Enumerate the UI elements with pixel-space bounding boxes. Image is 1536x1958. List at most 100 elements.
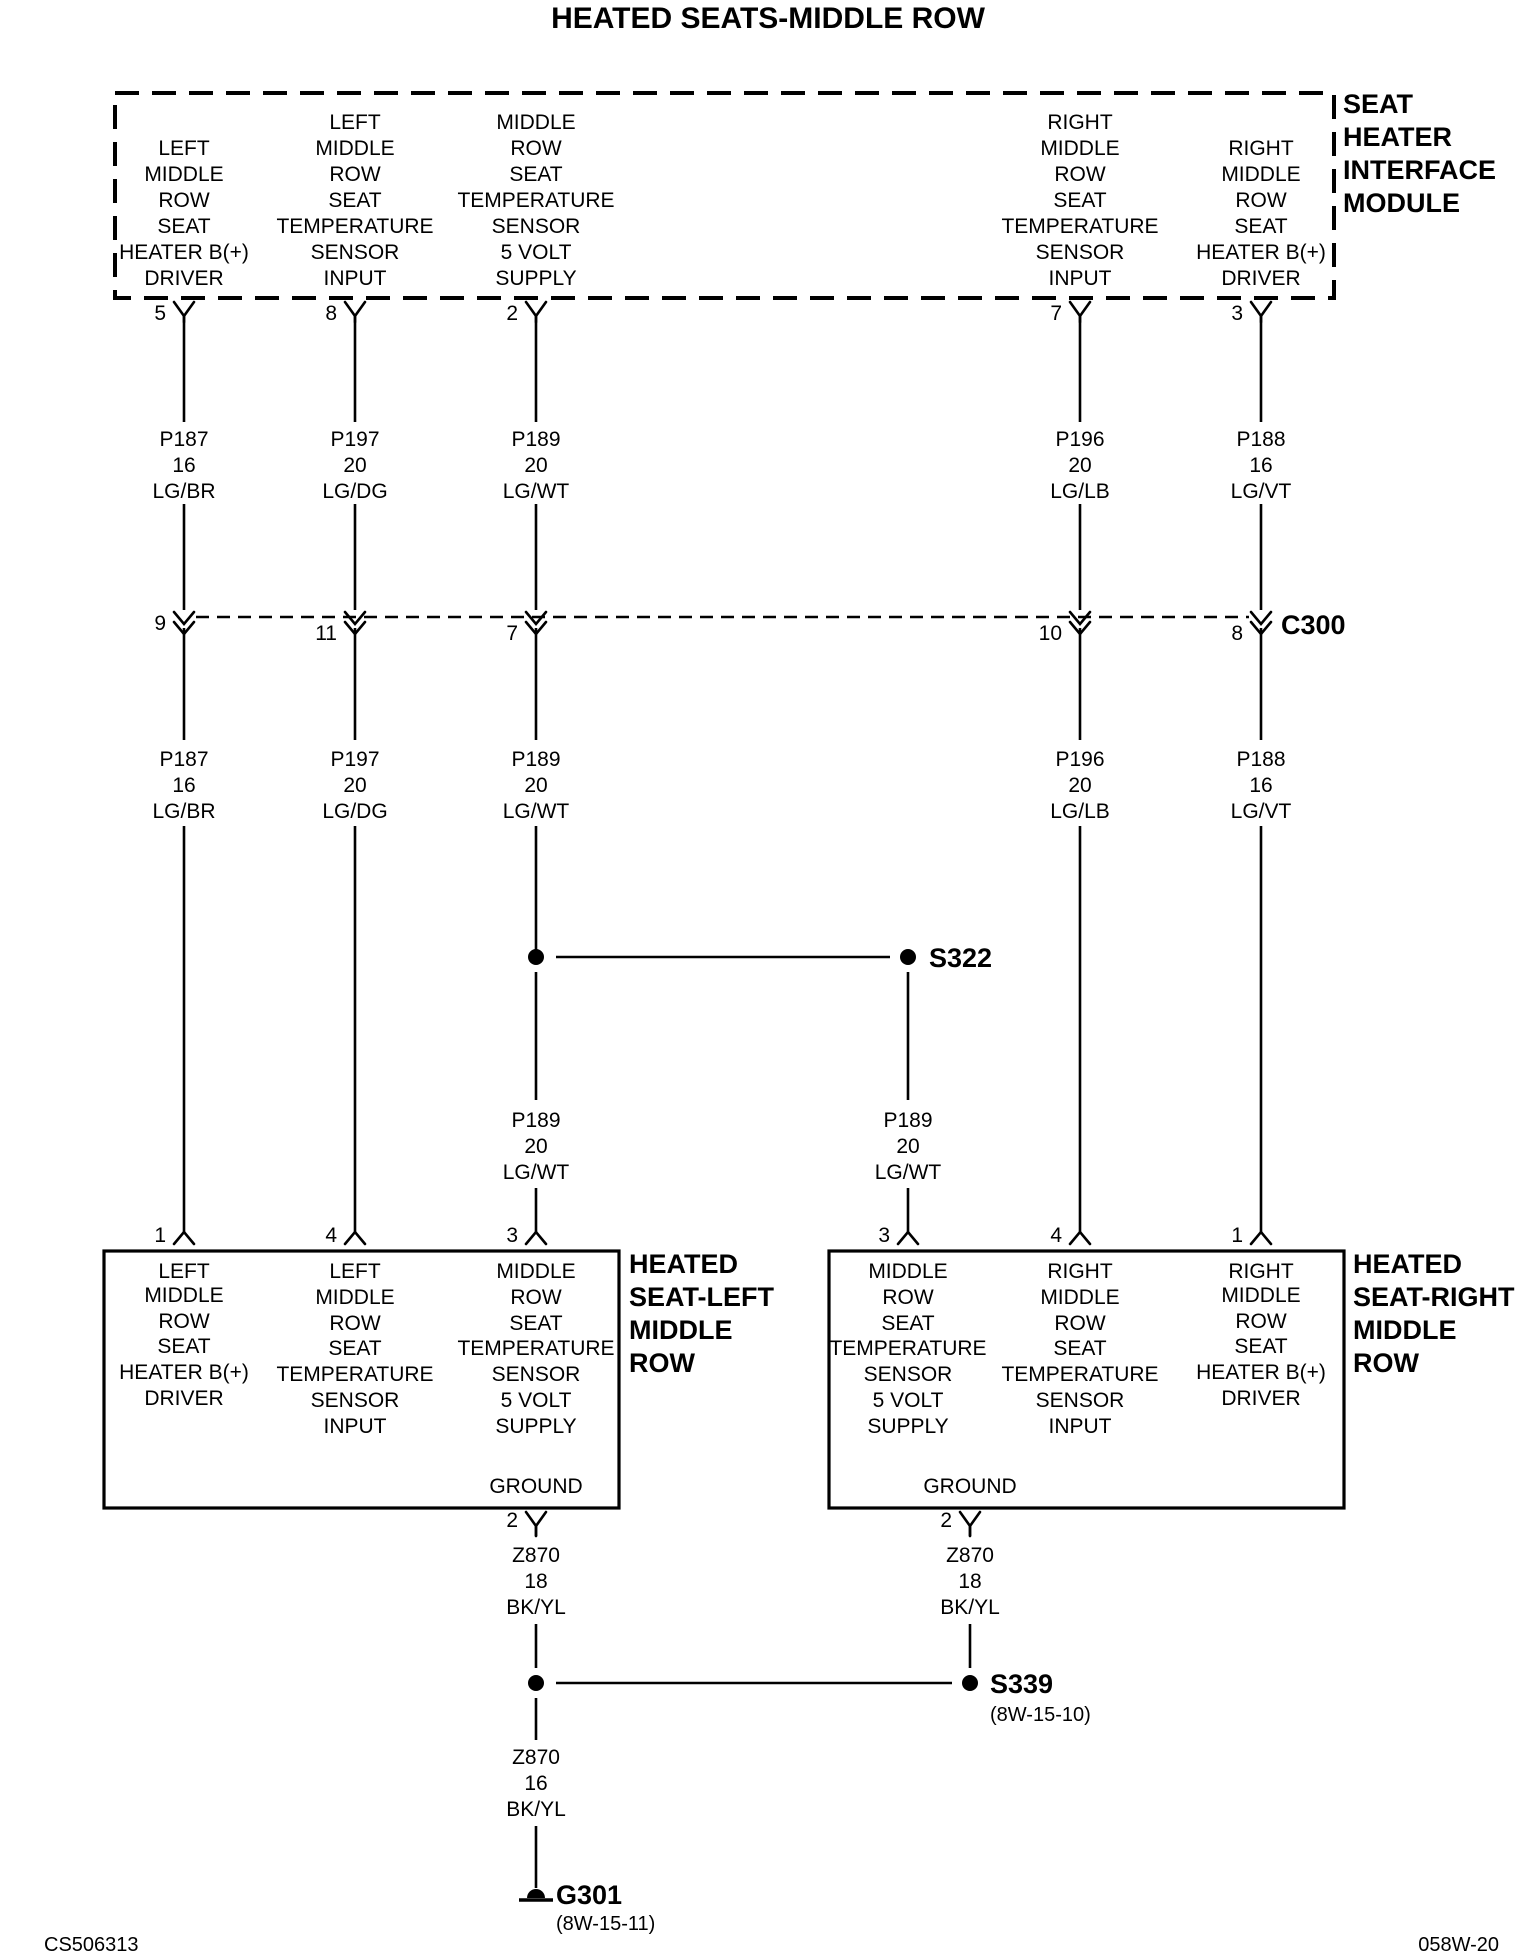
module-pin-2-desc-7: SUPPLY bbox=[495, 267, 576, 290]
c300-label: C300 bbox=[1281, 610, 1346, 640]
s322-label: S322 bbox=[929, 943, 992, 973]
right-seat-pin-1-desc-6: DRIVER bbox=[1221, 1387, 1300, 1410]
right-seat-pin-4-number: 4 bbox=[1050, 1224, 1062, 1247]
right-seat-pin-4-desc-2: MIDDLE bbox=[1040, 1286, 1119, 1309]
right-seat-name-line-1: HEATED bbox=[1353, 1249, 1462, 1279]
wire-upper-p187-color: LG/BR bbox=[152, 480, 215, 503]
wire-lower-p187-gauge: 16 bbox=[172, 774, 195, 797]
left-seat-ground-label: GROUND bbox=[489, 1475, 582, 1498]
wire-lower-p187-circuit: P187 bbox=[159, 748, 208, 771]
right-seat-pin-3-desc-4: TEMPERATURE bbox=[829, 1337, 986, 1360]
left-seat-pin-4-desc-3: ROW bbox=[329, 1312, 381, 1335]
left-seat-pin-1-desc-6: DRIVER bbox=[144, 1387, 223, 1410]
right-seat-pin-3-desc-7: SUPPLY bbox=[867, 1415, 948, 1438]
wire-s322-right-color: LG/WT bbox=[875, 1161, 942, 1184]
connector-c300: C300 9 11 7 10 8 bbox=[154, 610, 1345, 645]
module-name-line-1: SEAT bbox=[1343, 89, 1414, 119]
wire-upper-p196-circuit: P196 bbox=[1055, 428, 1104, 451]
wire-s322-left-gauge: 20 bbox=[524, 1135, 547, 1158]
ground-circuit: 2 Z870 18 BK/YL 2 Z870 18 BK/YL S339 (8W… bbox=[506, 1509, 1091, 1935]
wire-z870-right-color: BK/YL bbox=[940, 1596, 1000, 1619]
module-pin-5-desc-1: LEFT bbox=[158, 137, 210, 160]
module-name-line-3: INTERFACE bbox=[1343, 155, 1496, 185]
module-pin-3-desc-1: RIGHT bbox=[1228, 137, 1294, 160]
left-seat-pin-3-desc-6: 5 VOLT bbox=[501, 1389, 572, 1412]
wire-z870-bottom-circuit: Z870 bbox=[512, 1746, 560, 1769]
module-pin-2-desc-3: SEAT bbox=[509, 163, 562, 186]
right-seat-pin-3-desc-1: MIDDLE bbox=[868, 1260, 947, 1283]
left-seat-pin-4-terminal bbox=[343, 1229, 367, 1246]
left-seat-pin-1-desc-2: MIDDLE bbox=[144, 1284, 223, 1307]
module-outline bbox=[113, 91, 1336, 300]
left-seat-pin-3-desc-1: MIDDLE bbox=[496, 1260, 575, 1283]
c300-pin-8-number: 8 bbox=[1231, 622, 1243, 645]
module-pin-5-desc-5: HEATER B(+) bbox=[119, 241, 249, 264]
right-seat-pin-4-desc-3: ROW bbox=[1054, 1312, 1106, 1335]
heated-seat-left-middle-row: HEATED SEAT-LEFT MIDDLE ROW LEFT MIDDLE … bbox=[102, 1249, 775, 1510]
right-seat-pin-3-desc-6: 5 VOLT bbox=[873, 1389, 944, 1412]
left-seat-pin-1-desc-4: SEAT bbox=[157, 1335, 210, 1358]
right-seat-pin-4-desc-7: INPUT bbox=[1049, 1415, 1112, 1438]
left-seat-name-line-1: HEATED bbox=[629, 1249, 738, 1279]
s339-reference: (8W-15-10) bbox=[990, 1704, 1091, 1726]
left-seat-pin-1-desc-3: ROW bbox=[158, 1310, 210, 1333]
wire-upper-p197-gauge: 20 bbox=[343, 454, 366, 477]
wire-lower-p189-gauge: 20 bbox=[524, 774, 547, 797]
module-pin-8-desc-4: SEAT bbox=[328, 189, 381, 212]
module-pin-8-desc-2: MIDDLE bbox=[315, 137, 394, 160]
module-pin-7-desc-1: RIGHT bbox=[1047, 111, 1113, 134]
wire-z870-bottom-gauge: 16 bbox=[524, 1772, 547, 1795]
right-seat-pin-1-desc-3: ROW bbox=[1235, 1310, 1287, 1333]
s339-junction-dot-left bbox=[528, 1675, 544, 1691]
left-seat-pin-4-desc-6: SENSOR bbox=[311, 1389, 400, 1412]
module-name-line-2: HEATER bbox=[1343, 122, 1452, 152]
left-seat-outline bbox=[102, 1249, 621, 1510]
wire-lower-p188-color: LG/VT bbox=[1231, 800, 1292, 823]
left-seat-name-line-3: MIDDLE bbox=[629, 1315, 733, 1345]
right-seat-name-line-3: MIDDLE bbox=[1353, 1315, 1457, 1345]
c300-pin-7-number: 7 bbox=[506, 622, 518, 645]
module-pin-3-desc-6: DRIVER bbox=[1221, 267, 1300, 290]
wire-z870-left-gauge: 18 bbox=[524, 1570, 547, 1593]
module-pin-7-desc-6: SENSOR bbox=[1036, 241, 1125, 264]
left-seat-pin-1-desc-5: HEATER B(+) bbox=[119, 1361, 249, 1384]
module-pin-7-desc-5: TEMPERATURE bbox=[1001, 215, 1158, 238]
right-seat-pin-4-desc-4: SEAT bbox=[1053, 1337, 1106, 1360]
module-pin-2-desc-1: MIDDLE bbox=[496, 111, 575, 134]
left-seat-pin-3-desc-2: ROW bbox=[510, 1286, 562, 1309]
left-seat-name-line-4: ROW bbox=[629, 1348, 696, 1378]
right-seat-name-line-4: ROW bbox=[1353, 1348, 1420, 1378]
left-seat-pin-4-desc-2: MIDDLE bbox=[315, 1286, 394, 1309]
right-seat-pin-1-desc-4: SEAT bbox=[1234, 1335, 1287, 1358]
left-seat-pin-3-desc-3: SEAT bbox=[509, 1312, 562, 1335]
right-seat-pin-4-desc-5: TEMPERATURE bbox=[1001, 1363, 1158, 1386]
left-seat-pin-4-desc-4: SEAT bbox=[328, 1337, 381, 1360]
right-seat-pin-3-number: 3 bbox=[878, 1224, 890, 1247]
wire-upper-p189-color: LG/WT bbox=[503, 480, 570, 503]
left-seat-pin-3-desc-5: SENSOR bbox=[492, 1363, 581, 1386]
right-seat-pin-4-desc-6: SENSOR bbox=[1036, 1389, 1125, 1412]
s339-label: S339 bbox=[990, 1669, 1053, 1699]
seat-pin-terminals: 1 4 3 3 4 1 bbox=[154, 1224, 1273, 1247]
left-seat-pin-3-desc-7: SUPPLY bbox=[495, 1415, 576, 1438]
footer-right-code: 058W-20 bbox=[1418, 1934, 1499, 1956]
wire-lower-p197-gauge: 20 bbox=[343, 774, 366, 797]
g301-label: G301 bbox=[556, 1880, 622, 1910]
right-seat-ground-pin-number: 2 bbox=[940, 1509, 952, 1532]
left-seat-pin-1-number: 1 bbox=[154, 1224, 166, 1247]
right-seat-pin-4-desc-1: RIGHT bbox=[1047, 1260, 1113, 1283]
wire-upper-p187-circuit: P187 bbox=[159, 428, 208, 451]
right-seat-pin-3-desc-2: ROW bbox=[882, 1286, 934, 1309]
wire-s322-right-circuit: P189 bbox=[883, 1109, 932, 1132]
splice-s322: S322 P189 20 LG/WT P189 20 LG/WT bbox=[503, 943, 992, 1232]
module-pin-3-desc-3: ROW bbox=[1235, 189, 1287, 212]
left-seat-pin-3-terminal bbox=[524, 1229, 548, 1246]
s339-junction-dot-right bbox=[962, 1675, 978, 1691]
left-seat-pin-4-desc-7: INPUT bbox=[324, 1415, 387, 1438]
module-pin-8-desc-3: ROW bbox=[329, 163, 381, 186]
module-pin-8-desc-5: TEMPERATURE bbox=[276, 215, 433, 238]
wire-z870-right-gauge: 18 bbox=[958, 1570, 981, 1593]
module-pin-5-desc-6: DRIVER bbox=[144, 267, 223, 290]
right-seat-pin-4-terminal bbox=[1068, 1229, 1092, 1246]
